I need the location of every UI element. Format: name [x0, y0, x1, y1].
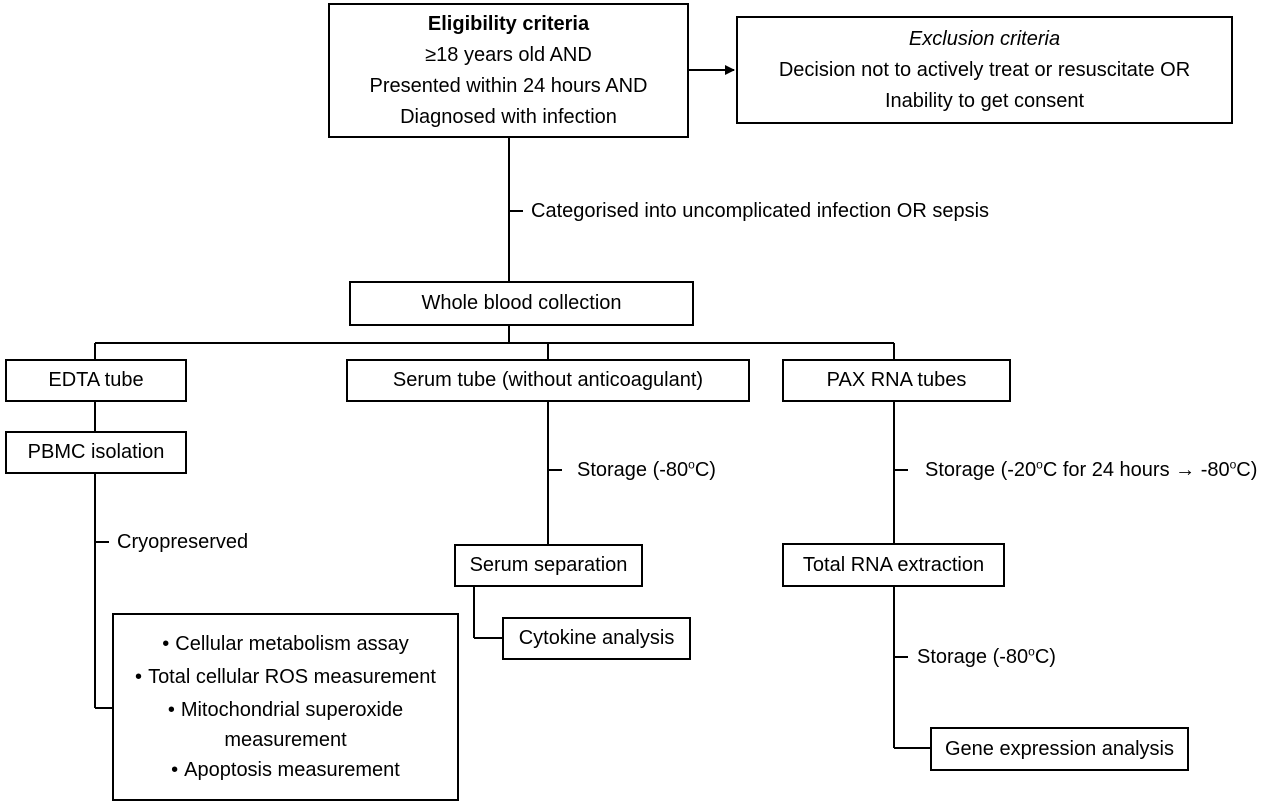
- eligibility-line-presented: Presented within 24 hours AND: [369, 74, 648, 97]
- serum-separation-box: Serum separation: [454, 544, 643, 587]
- assay-total-ros: Total cellular ROS measurement: [148, 665, 436, 688]
- cytokine-analysis-box: Cytokine analysis: [502, 617, 691, 660]
- gene-expression-analysis-box: Gene expression analysis: [930, 727, 1189, 771]
- list-item: •Apoptosis measurement: [135, 754, 436, 787]
- exclusion-line-consent: Inability to get consent: [884, 89, 1084, 112]
- assay-cellular-metabolism: Cellular metabolism assay: [175, 632, 409, 655]
- pax-storage-suffix: C): [1236, 459, 1258, 481]
- exclusion-line-decision: Decision not to actively treat or resusc…: [778, 58, 1191, 81]
- eligibility-line-age: ≥18 years old AND: [425, 43, 592, 66]
- assay-mitochondrial-superoxide-line2: measurement: [224, 728, 347, 751]
- serum-storage-suffix: C): [694, 459, 716, 481]
- eligibility-criteria-box: Eligibility criteria ≥18 years old AND P…: [328, 3, 689, 138]
- exclusion-heading: Exclusion criteria: [908, 27, 1061, 50]
- pax-rna-tubes-box: PAX RNA tubes: [782, 359, 1011, 402]
- eligibility-line-diagnosed: Diagnosed with infection: [400, 105, 617, 128]
- bullet-icon: •: [162, 632, 170, 655]
- eligibility-heading: Eligibility criteria: [427, 12, 590, 35]
- pax-storage-prefix: Storage (-20: [925, 459, 1037, 481]
- degree-sup: o: [1229, 457, 1237, 472]
- degree-sup: o: [688, 457, 695, 472]
- bullet-icon: •: [167, 698, 175, 721]
- list-item: •Mitochondrial superoxide measurement: [135, 694, 436, 754]
- total-rna-extraction-box: Total RNA extraction: [782, 543, 1005, 587]
- cryopreserved-label: Cryopreserved: [117, 531, 249, 553]
- serum-storage-prefix: Storage (-80: [577, 459, 689, 481]
- categorised-label: Categorised into uncomplicated infection…: [531, 200, 990, 222]
- assay-mitochondrial-superoxide: Mitochondrial superoxide: [180, 698, 404, 721]
- exclusion-criteria-box: Exclusion criteria Decision not to activ…: [736, 16, 1233, 124]
- pbmc-isolation-box: PBMC isolation: [5, 431, 187, 474]
- bullet-icon: •: [135, 665, 143, 688]
- whole-blood-collection-box: Whole blood collection: [349, 281, 694, 326]
- extraction-storage-prefix: Storage (-80: [917, 646, 1029, 668]
- serum-tube-box: Serum tube (without anticoagulant): [346, 359, 750, 402]
- list-item: •Cellular metabolism assay: [135, 628, 436, 661]
- pax-storage-label: Storage (-20oC for 24 hours → -80oC): [925, 458, 1257, 482]
- assay-apoptosis: Apoptosis measurement: [184, 758, 400, 781]
- list-item: •Total cellular ROS measurement: [135, 661, 436, 694]
- edta-tube-box: EDTA tube: [5, 359, 187, 402]
- degree-sup: o: [1036, 457, 1043, 472]
- extraction-storage-label: Storage (-80oC): [917, 645, 1056, 669]
- assay-list: •Cellular metabolism assay •Total cellul…: [135, 628, 436, 787]
- degree-sup: o: [1028, 644, 1035, 659]
- serum-storage-label: Storage (-80oC): [577, 458, 716, 482]
- pax-storage-mid: C for 24 hours → -80: [1042, 459, 1230, 481]
- bullet-icon: •: [171, 758, 179, 781]
- assays-box: •Cellular metabolism assay •Total cellul…: [112, 613, 459, 801]
- extraction-storage-suffix: C): [1034, 646, 1056, 668]
